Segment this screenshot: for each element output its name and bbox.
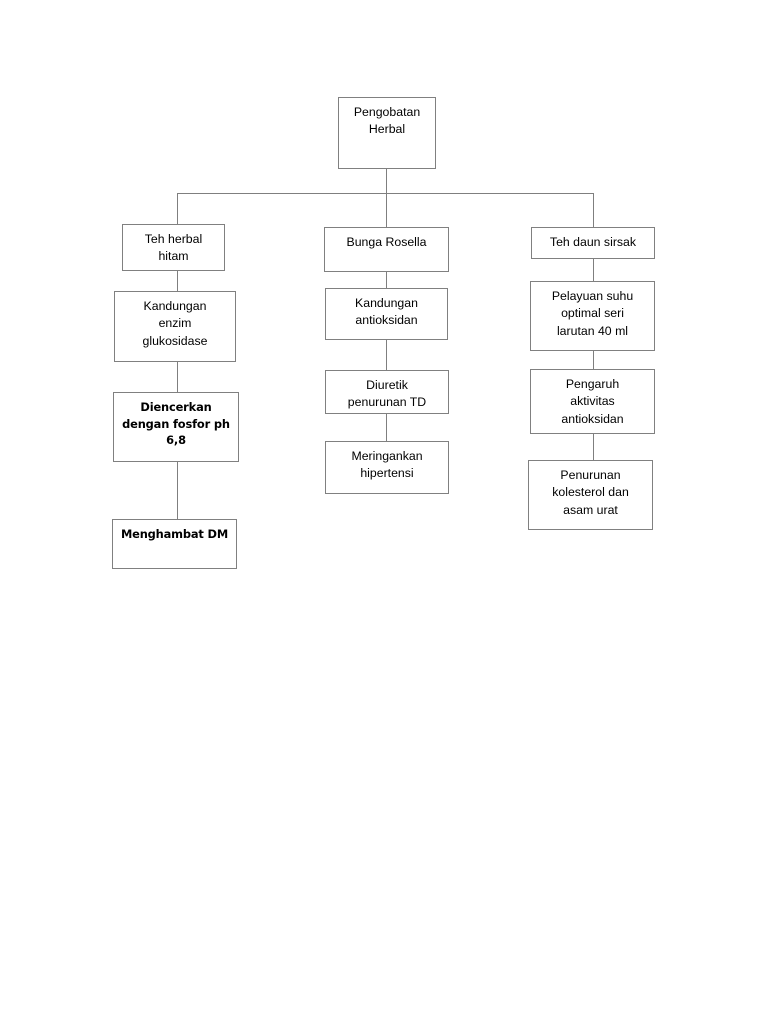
- node-penurunan-kolesterol[interactable]: Penurunan kolesterol dan asam urat: [528, 460, 653, 530]
- connector-root-trunk: [386, 169, 387, 193]
- node-pelayuan-suhu-optimal[interactable]: Pelayuan suhu optimal seri larutan 40 ml: [530, 281, 655, 351]
- connector-teh-herbal-hitam-to-kandungan-enzim-glukosidase: [177, 271, 178, 291]
- node-pengaruh-aktivitas-antioksidan[interactable]: Pengaruh aktivitas antioksidan: [530, 369, 655, 434]
- connector-diencerkan-fosfor-to-menghambat-dm: [177, 462, 178, 519]
- connector-kandungan-enzim-glukosidase-to-diencerkan-fosfor: [177, 362, 178, 392]
- node-menghambat-dm[interactable]: Menghambat DM: [112, 519, 237, 569]
- connector-branch-bus: [177, 193, 593, 194]
- connector-bus-to-branch-teh-daun-sirsak: [593, 193, 594, 227]
- node-teh-herbal-hitam[interactable]: Teh herbal hitam: [122, 224, 225, 271]
- node-kandungan-antioksidan[interactable]: Kandungan antioksidan: [325, 288, 448, 340]
- connector-teh-daun-sirsak-to-pelayuan-suhu-optimal: [593, 259, 594, 281]
- connector-bunga-rosella-to-kandungan-antioksidan: [386, 272, 387, 288]
- connector-diuretik-penurunan-td-to-meringankan-hipertensi: [386, 414, 387, 441]
- node-kandungan-enzim-glukosidase[interactable]: Kandungan enzim glukosidase: [114, 291, 236, 362]
- node-meringankan-hipertensi[interactable]: Meringankan hipertensi: [325, 441, 449, 494]
- node-teh-daun-sirsak[interactable]: Teh daun sirsak: [531, 227, 655, 259]
- node-diencerkan-fosfor[interactable]: Diencerkan dengan fosfor ph 6,8: [113, 392, 239, 462]
- node-bunga-rosella[interactable]: Bunga Rosella: [324, 227, 449, 272]
- connector-pelayuan-suhu-optimal-to-pengaruh-aktivitas-antioksidan: [593, 351, 594, 369]
- node-root[interactable]: Pengobatan Herbal: [338, 97, 436, 169]
- connector-bus-to-branch-teh-herbal-hitam: [177, 193, 178, 224]
- node-diuretik-penurunan-td[interactable]: Diuretik penurunan TD: [325, 370, 449, 414]
- connector-kandungan-antioksidan-to-diuretik-penurunan-td: [386, 340, 387, 370]
- connector-pengaruh-aktivitas-antioksidan-to-penurunan-kolesterol: [593, 434, 594, 460]
- connector-bus-to-branch-bunga-rosella: [386, 193, 387, 227]
